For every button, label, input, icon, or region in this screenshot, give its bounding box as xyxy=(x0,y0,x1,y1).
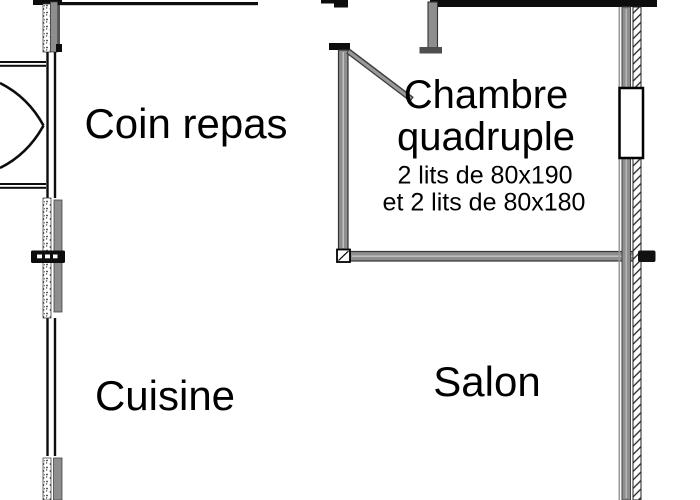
room-label-salon: Salon xyxy=(433,358,541,405)
room-label-chambre-line1: Chambre xyxy=(403,73,569,117)
alcove-top-wall-line2 xyxy=(0,64,46,67)
alcove-top-wall-line1 xyxy=(0,61,46,63)
top-wall-cap xyxy=(33,0,62,5)
bedroom-beds-note-line1: 2 lits de 80x190 xyxy=(397,161,573,190)
bedroom-beds-note-line2: et 2 lits de 80x180 xyxy=(382,188,586,217)
left-wall-line-outer-upper xyxy=(46,52,49,198)
door-alcove xyxy=(0,61,46,189)
right-wall xyxy=(618,6,656,500)
left-wall-line-outer-lower xyxy=(46,318,49,456)
room-label-coin-repas: Coin repas xyxy=(84,100,288,147)
left-wall-inner-line-top xyxy=(58,5,60,52)
window xyxy=(618,86,645,160)
room-label-chambre-line2: quadruple xyxy=(397,115,575,159)
top-door-post xyxy=(321,0,348,4)
alcove-bottom-wall-line1 xyxy=(0,183,46,185)
door-leaf xyxy=(346,48,414,102)
french-door-swing-arc-upper xyxy=(0,81,45,127)
left-wall-block xyxy=(56,44,62,52)
top-door-post-step xyxy=(334,3,348,8)
right-wall-junction xyxy=(638,250,656,262)
left-wall-line-inner-lower xyxy=(53,318,57,456)
top-wall-left-line xyxy=(58,2,258,6)
french-door-swing-arc-lower xyxy=(0,124,45,170)
left-wall-insulation-top xyxy=(42,3,51,53)
room-label-cuisine: Cuisine xyxy=(94,372,236,419)
entry-wall-segment xyxy=(427,1,439,49)
left-wall-junction xyxy=(31,250,65,263)
left-wall-line-inner-upper xyxy=(53,52,57,198)
bedroom-wall-cap xyxy=(329,43,350,50)
top-wall-right-bar xyxy=(430,0,657,7)
left-wall-panel-bottom xyxy=(53,457,63,500)
alcove-bottom-wall-line2 xyxy=(0,186,46,189)
entry-wall-cap xyxy=(419,47,442,54)
wall-corner-joint xyxy=(336,248,351,263)
left-wall xyxy=(0,1,65,500)
top-wall xyxy=(33,0,657,8)
right-wall-inner-face xyxy=(618,7,621,500)
left-wall-insulation-bottom xyxy=(42,457,52,500)
